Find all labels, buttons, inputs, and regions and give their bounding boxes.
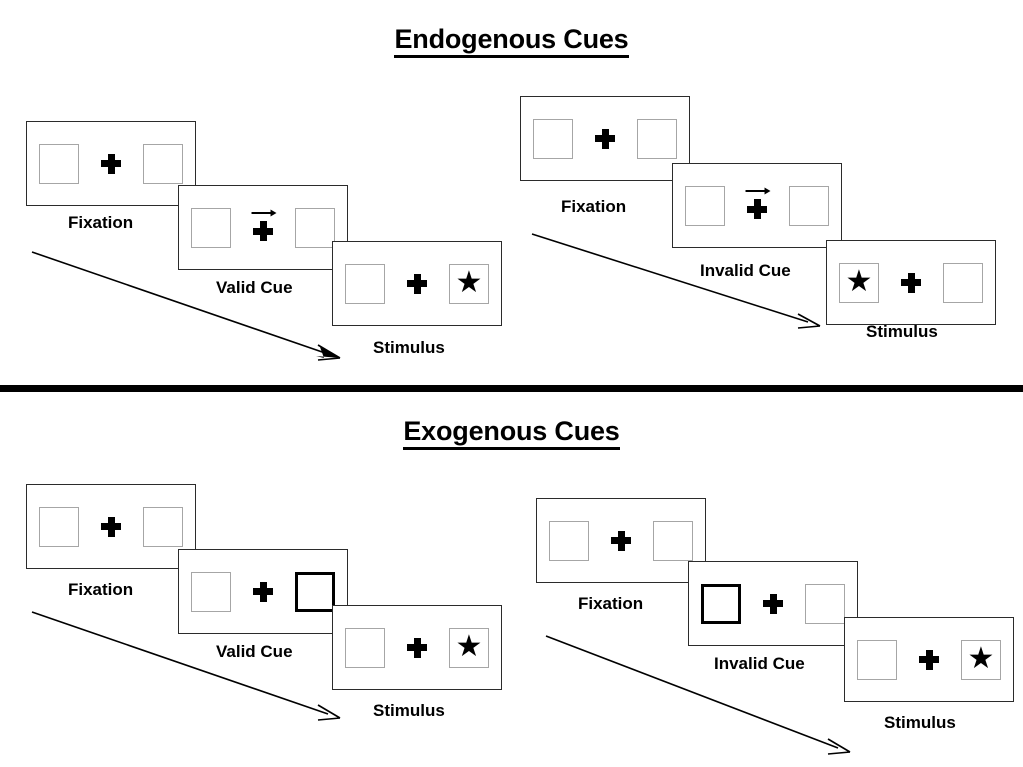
caption-endogenous-valid-cue: Valid Cue <box>216 278 293 297</box>
stimulus-box-right <box>943 262 983 303</box>
panel-exogenous-invalid-stimulus: ★ <box>844 617 1014 702</box>
fixation-slot <box>759 584 787 624</box>
section-title-exogenous: Exogenous Cues <box>0 416 1023 450</box>
panel-endogenous-valid-stimulus: ★ <box>332 241 502 326</box>
panel-inner <box>39 143 183 184</box>
panel-inner <box>39 506 183 547</box>
panel-inner <box>549 520 693 561</box>
fixation-cross-icon <box>611 530 631 551</box>
fixation-cross-icon <box>101 153 121 174</box>
panel-endogenous-invalid-cue <box>672 163 842 248</box>
stimulus-box-right <box>637 118 677 159</box>
sequence-arrow-exogenous-invalid <box>545 635 851 755</box>
section-title-exogenous-text: Exogenous Cues <box>403 416 620 450</box>
panel-exogenous-valid-cue <box>178 549 348 634</box>
star-icon: ★ <box>845 264 873 298</box>
caption-exogenous-valid-stimulus: Stimulus <box>373 701 445 720</box>
caption-endogenous-invalid-stimulus: Stimulus <box>866 322 938 341</box>
caption-endogenous-invalid-cue: Invalid Cue <box>700 261 791 280</box>
stimulus-box-left <box>345 263 385 304</box>
fixation-slot <box>743 186 771 226</box>
panel-inner <box>685 185 829 226</box>
stimulus-box-left <box>533 118 573 159</box>
panel-endogenous-invalid-stimulus: ★ <box>826 240 996 325</box>
stimulus-box-left: ★ <box>839 262 879 303</box>
stimulus-box-right: ★ <box>449 627 489 668</box>
fixation-slot <box>607 521 635 561</box>
fixation-slot <box>591 119 619 159</box>
fixation-cross-icon <box>763 593 783 614</box>
fixation-cross-icon <box>919 649 939 670</box>
fixation-slot <box>97 144 125 184</box>
caption-exogenous-invalid-fixation: Fixation <box>578 594 644 613</box>
stimulus-box-left <box>191 571 231 612</box>
fixation-cross-icon <box>253 581 273 602</box>
panel-inner: ★ <box>345 627 489 668</box>
stimulus-box-left-cued <box>701 583 741 624</box>
fixation-slot <box>249 572 277 612</box>
stimulus-box-right <box>143 143 183 184</box>
fixation-cross-icon <box>253 221 273 241</box>
section-divider <box>0 385 1023 392</box>
arrow-right-cue-icon <box>745 187 771 194</box>
fixation-slot <box>403 628 431 668</box>
fixation-slot <box>915 640 943 680</box>
fixation-cross-icon <box>901 272 921 293</box>
panel-inner: ★ <box>857 639 1001 680</box>
caption-exogenous-invalid-cue: Invalid Cue <box>714 654 805 673</box>
arrow-right-cue-icon <box>251 209 277 216</box>
fixation-cross-icon <box>407 637 427 658</box>
section-title-endogenous-text: Endogenous Cues <box>394 24 629 58</box>
panel-exogenous-invalid-cue <box>688 561 858 646</box>
stimulus-box-left <box>191 207 231 248</box>
stimulus-box-left <box>549 520 589 561</box>
sequence-arrow-exogenous-valid <box>31 611 341 721</box>
stimulus-box-right-cued <box>295 571 335 612</box>
panel-endogenous-valid-fixation <box>26 121 196 206</box>
sequence-arrow-endogenous-invalid <box>531 233 821 329</box>
stimulus-box-left <box>39 506 79 547</box>
caption-exogenous-invalid-stimulus: Stimulus <box>884 713 956 732</box>
panel-exogenous-invalid-fixation <box>536 498 706 583</box>
panel-inner: ★ <box>839 262 983 303</box>
stimulus-box-left <box>39 143 79 184</box>
stimulus-box-right <box>653 520 693 561</box>
fixation-cross-icon <box>595 128 615 149</box>
fixation-cross-icon <box>101 516 121 537</box>
fixation-cross-icon <box>407 273 427 294</box>
caption-exogenous-valid-fixation: Fixation <box>68 580 134 599</box>
fixation-slot <box>403 264 431 304</box>
panel-inner <box>191 571 335 612</box>
panel-inner <box>191 207 335 248</box>
stimulus-box-left <box>857 639 897 680</box>
fixation-slot <box>249 208 277 248</box>
caption-endogenous-valid-fixation: Fixation <box>68 213 134 232</box>
caption-endogenous-invalid-fixation: Fixation <box>561 197 627 216</box>
stimulus-box-right <box>789 185 829 226</box>
fixation-slot <box>897 263 925 303</box>
panel-inner <box>533 118 677 159</box>
stimulus-box-right: ★ <box>961 639 1001 680</box>
caption-endogenous-valid-stimulus: Stimulus <box>373 338 445 357</box>
section-title-endogenous: Endogenous Cues <box>0 24 1023 58</box>
sequence-arrow-endogenous-valid <box>31 251 341 361</box>
panel-endogenous-valid-cue <box>178 185 348 270</box>
fixation-slot <box>97 507 125 547</box>
stimulus-box-right <box>805 583 845 624</box>
panel-exogenous-valid-fixation <box>26 484 196 569</box>
stimulus-box-left <box>685 185 725 226</box>
caption-exogenous-valid-cue: Valid Cue <box>216 642 293 661</box>
panel-inner: ★ <box>345 263 489 304</box>
stimulus-box-right: ★ <box>449 263 489 304</box>
star-icon: ★ <box>455 629 483 663</box>
stimulus-box-right <box>143 506 183 547</box>
fixation-cross-icon <box>747 199 767 219</box>
star-icon: ★ <box>455 265 483 299</box>
star-icon: ★ <box>967 641 995 675</box>
stimulus-box-right <box>295 207 335 248</box>
stimulus-box-left <box>345 627 385 668</box>
panel-exogenous-valid-stimulus: ★ <box>332 605 502 690</box>
panel-endogenous-invalid-fixation <box>520 96 690 181</box>
panel-inner <box>701 583 845 624</box>
